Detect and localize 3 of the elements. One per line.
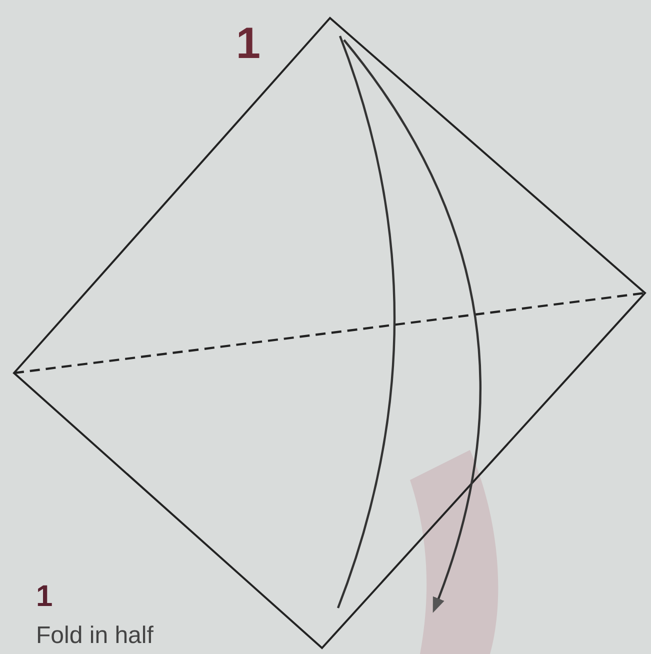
step-number: 1 xyxy=(236,22,260,66)
instruction-text: Fold in half xyxy=(36,624,154,648)
step-number: 1 xyxy=(36,582,53,612)
